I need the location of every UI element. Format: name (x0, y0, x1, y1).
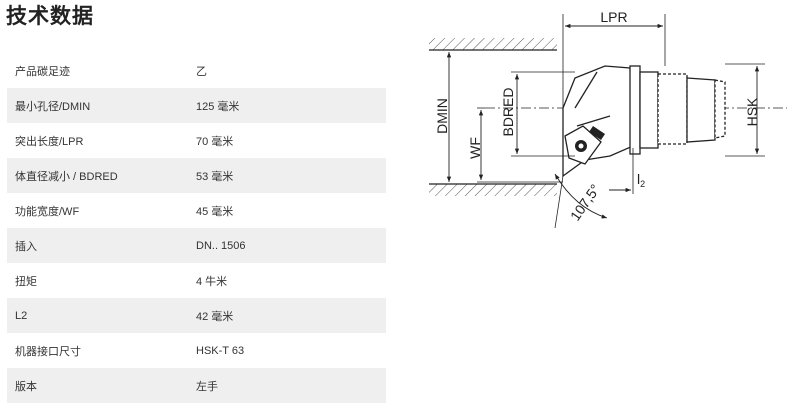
spec-label: 功能宽度/WF (15, 205, 80, 218)
dmin-label: DMIN (434, 98, 450, 134)
table-row: 功能宽度/WF 45 毫米 (7, 193, 386, 228)
l2-label: l2 (637, 171, 645, 189)
table-row: 突出长度/LPR 70 毫米 (7, 123, 386, 158)
spec-value: 42 毫米 (196, 310, 234, 323)
spec-value: 45 毫米 (196, 205, 234, 218)
table-row: 扭矩 4 牛米 (7, 263, 386, 298)
spec-value: 乙 (196, 65, 207, 78)
insert-icon (564, 125, 605, 165)
spec-value: DN.. 1506 (196, 239, 246, 252)
bore-wall-top (429, 38, 557, 51)
bdred-dimension: BDRED (500, 71, 575, 157)
table-row: 插入 DN.. 1506 (7, 228, 386, 263)
lpr-label: LPR (600, 9, 627, 25)
page-title: 技术数据 (6, 5, 94, 28)
spec-value: HSK-T 63 (196, 344, 245, 357)
spec-value: 左手 (196, 380, 218, 393)
tool-body (562, 65, 726, 178)
lpr-dimension: LPR (562, 9, 666, 108)
spec-label: 扭矩 (15, 275, 37, 288)
spec-label: 版本 (15, 380, 37, 393)
bore-wall-bottom (429, 183, 557, 196)
dmin-dimension: DMIN (434, 52, 452, 182)
spec-value: 4 牛米 (196, 275, 228, 288)
spec-label: L2 (15, 309, 28, 322)
table-row: 产品碳足迹 乙 (7, 53, 386, 88)
wf-dimension: WF (467, 107, 563, 183)
spec-label: 机器接口尺寸 (15, 345, 81, 358)
table-row: L2 42 毫米 (7, 298, 386, 333)
spec-label: 体直径减小 / BDRED (15, 170, 118, 183)
angle-label: 107,5° (567, 181, 603, 223)
spec-label: 最小孔径/DMIN (15, 100, 91, 113)
spec-table: 产品碳足迹 乙 最小孔径/DMIN 125 毫米 突出长度/LPR 70 毫米 … (7, 53, 386, 403)
technical-drawing: LPR HSK DMIN WF BDRED l2 107,5° (429, 9, 787, 229)
l2-dimension: l2 (609, 148, 645, 194)
spec-value: 125 毫米 (196, 100, 240, 113)
wf-label: WF (467, 137, 483, 159)
hsk-dimension: HSK (725, 63, 765, 157)
table-row: 最小孔径/DMIN 125 毫米 (7, 88, 386, 123)
spec-value: 70 毫米 (196, 135, 234, 148)
table-row: 体直径减小 / BDRED 53 毫米 (7, 158, 386, 193)
hsk-label: HSK (744, 97, 760, 126)
spec-value: 53 毫米 (196, 170, 234, 183)
spec-label: 产品碳足迹 (15, 65, 70, 78)
spec-label: 插入 (15, 240, 37, 253)
table-row: 机器接口尺寸 HSK-T 63 (7, 333, 386, 368)
bdred-label: BDRED (500, 87, 516, 136)
spec-label: 突出长度/LPR (15, 135, 84, 148)
table-row: 版本 左手 (7, 368, 386, 403)
